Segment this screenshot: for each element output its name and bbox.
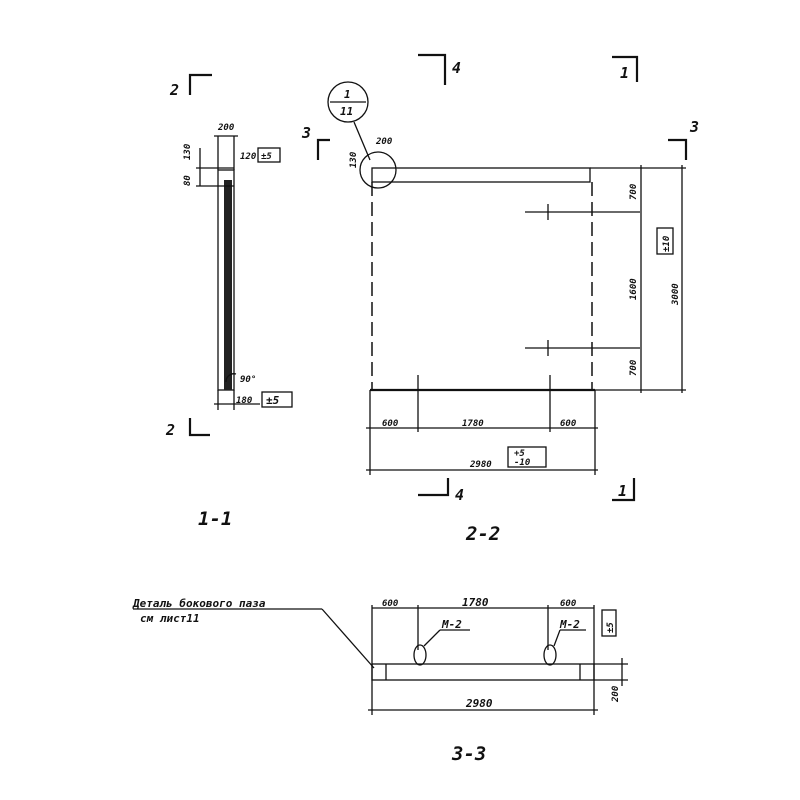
embedded-part-m2 xyxy=(543,644,557,666)
detail-circle xyxy=(359,151,397,189)
dim-label: 700 xyxy=(629,183,639,200)
panel-top-rib xyxy=(371,167,591,183)
section-title: 3-3 xyxy=(451,743,486,765)
dim-label: 120 xyxy=(240,152,257,162)
cut-mark-1-top xyxy=(612,55,639,82)
section-title: 2-2 xyxy=(465,523,500,545)
dim-label: 600 xyxy=(560,419,577,429)
tolerance-label: ±5 xyxy=(266,394,280,407)
cut-label: 3 xyxy=(689,118,699,136)
detail-callout xyxy=(327,81,369,123)
dim-label: 130 xyxy=(183,143,193,160)
dim-label: 600 xyxy=(382,419,399,429)
dim-label: 2980 xyxy=(469,460,492,470)
dim-label: 2980 xyxy=(465,697,493,710)
dim-label: 3000 xyxy=(671,283,681,306)
part-label: М-2 xyxy=(559,618,580,631)
dim-label: 1780 xyxy=(462,596,489,609)
cut-label: 2 xyxy=(169,81,179,99)
tolerance-box xyxy=(507,446,547,468)
tolerance-box xyxy=(601,609,617,637)
note-label: см лист11 xyxy=(140,612,200,625)
dim-label: 130 xyxy=(349,151,359,168)
cut-mark-4-top xyxy=(418,53,447,85)
cut-mark-1-bottom xyxy=(612,478,636,502)
cut-label: 1 xyxy=(618,482,627,500)
callout-label: 11 xyxy=(340,105,353,118)
leader-line xyxy=(321,608,375,669)
dim-label: 200 xyxy=(611,685,621,703)
cut-label: 3 xyxy=(301,124,311,142)
tolerance-label: ±5 xyxy=(261,152,272,162)
cut-mark-2-top xyxy=(188,73,212,95)
dim-label: 180 xyxy=(236,396,253,406)
angle-label: 90° xyxy=(240,375,256,385)
cut-label: 4 xyxy=(452,59,461,77)
cut-label: 1 xyxy=(620,64,629,82)
callout-label: 1 xyxy=(344,88,351,101)
section-3-3: Деталь бокового паза см лист11 М-2 М-2 6… xyxy=(132,596,628,765)
tolerance-box xyxy=(261,391,293,408)
embedded-part-m2 xyxy=(413,644,427,666)
note-label: Деталь бокового паза xyxy=(132,597,266,610)
dim-label: 1600 xyxy=(629,278,639,300)
tolerance-label: ±5 xyxy=(606,622,616,633)
dim-label: 200 xyxy=(217,123,235,133)
cut-label: 4 xyxy=(455,486,464,504)
panel-plan xyxy=(371,663,595,681)
section-1-1: 2 2 200 130 80 120 ±5 90° 180 ±5 1-1 xyxy=(165,73,293,530)
tolerance-label: +5 xyxy=(514,449,525,459)
tolerance-label: -10 xyxy=(514,458,531,468)
dim-label: 700 xyxy=(629,359,639,376)
dim-label: 600 xyxy=(560,599,577,609)
panel-hatch xyxy=(224,180,232,390)
dim-label: 200 xyxy=(375,137,393,147)
dim-label: 600 xyxy=(382,599,399,609)
dim-label: 1780 xyxy=(462,419,484,429)
cut-mark-4-bottom xyxy=(418,478,450,497)
cut-mark-3-right xyxy=(668,138,688,160)
part-label: М-2 xyxy=(441,618,462,631)
tolerance-box xyxy=(656,227,674,255)
cut-mark-2-bottom xyxy=(188,418,210,437)
section-2-2: 4 1 4 1 3 3 1 11 130 200 700 1600 700 xyxy=(301,53,699,545)
section-title: 1-1 xyxy=(198,508,232,530)
dim-label: 80 xyxy=(183,175,193,186)
tolerance-label: ±10 xyxy=(662,235,672,252)
cut-label: 2 xyxy=(165,421,175,439)
tolerance-box xyxy=(257,147,281,163)
cut-mark-3-left xyxy=(316,138,330,160)
